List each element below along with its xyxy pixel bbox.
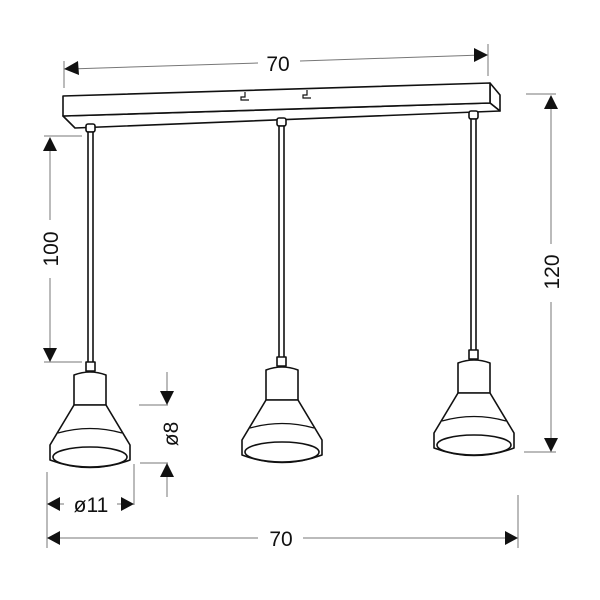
dimension-shade-height: ø8	[139, 372, 183, 497]
total-width-label: 70	[269, 528, 292, 551]
shade-height-label: ø8	[160, 422, 183, 447]
lamp-center	[241, 117, 323, 464]
cord-length-label: 100	[40, 231, 63, 266]
canopy-width-label: 70	[266, 53, 289, 76]
lamp-right	[433, 110, 515, 457]
dimension-cord-length: 100	[40, 135, 82, 363]
dimension-total-height: 120	[524, 93, 564, 453]
ceiling-canopy	[62, 82, 501, 129]
dimension-bottom-width: 70	[47, 495, 519, 551]
shade-diameter-label: ø11	[74, 494, 109, 517]
dimension-top-width: 70	[63, 44, 489, 88]
dimension-shade-diameter: ø11	[46, 464, 135, 548]
total-height-label: 120	[541, 254, 564, 289]
lamp-left	[49, 123, 131, 469]
